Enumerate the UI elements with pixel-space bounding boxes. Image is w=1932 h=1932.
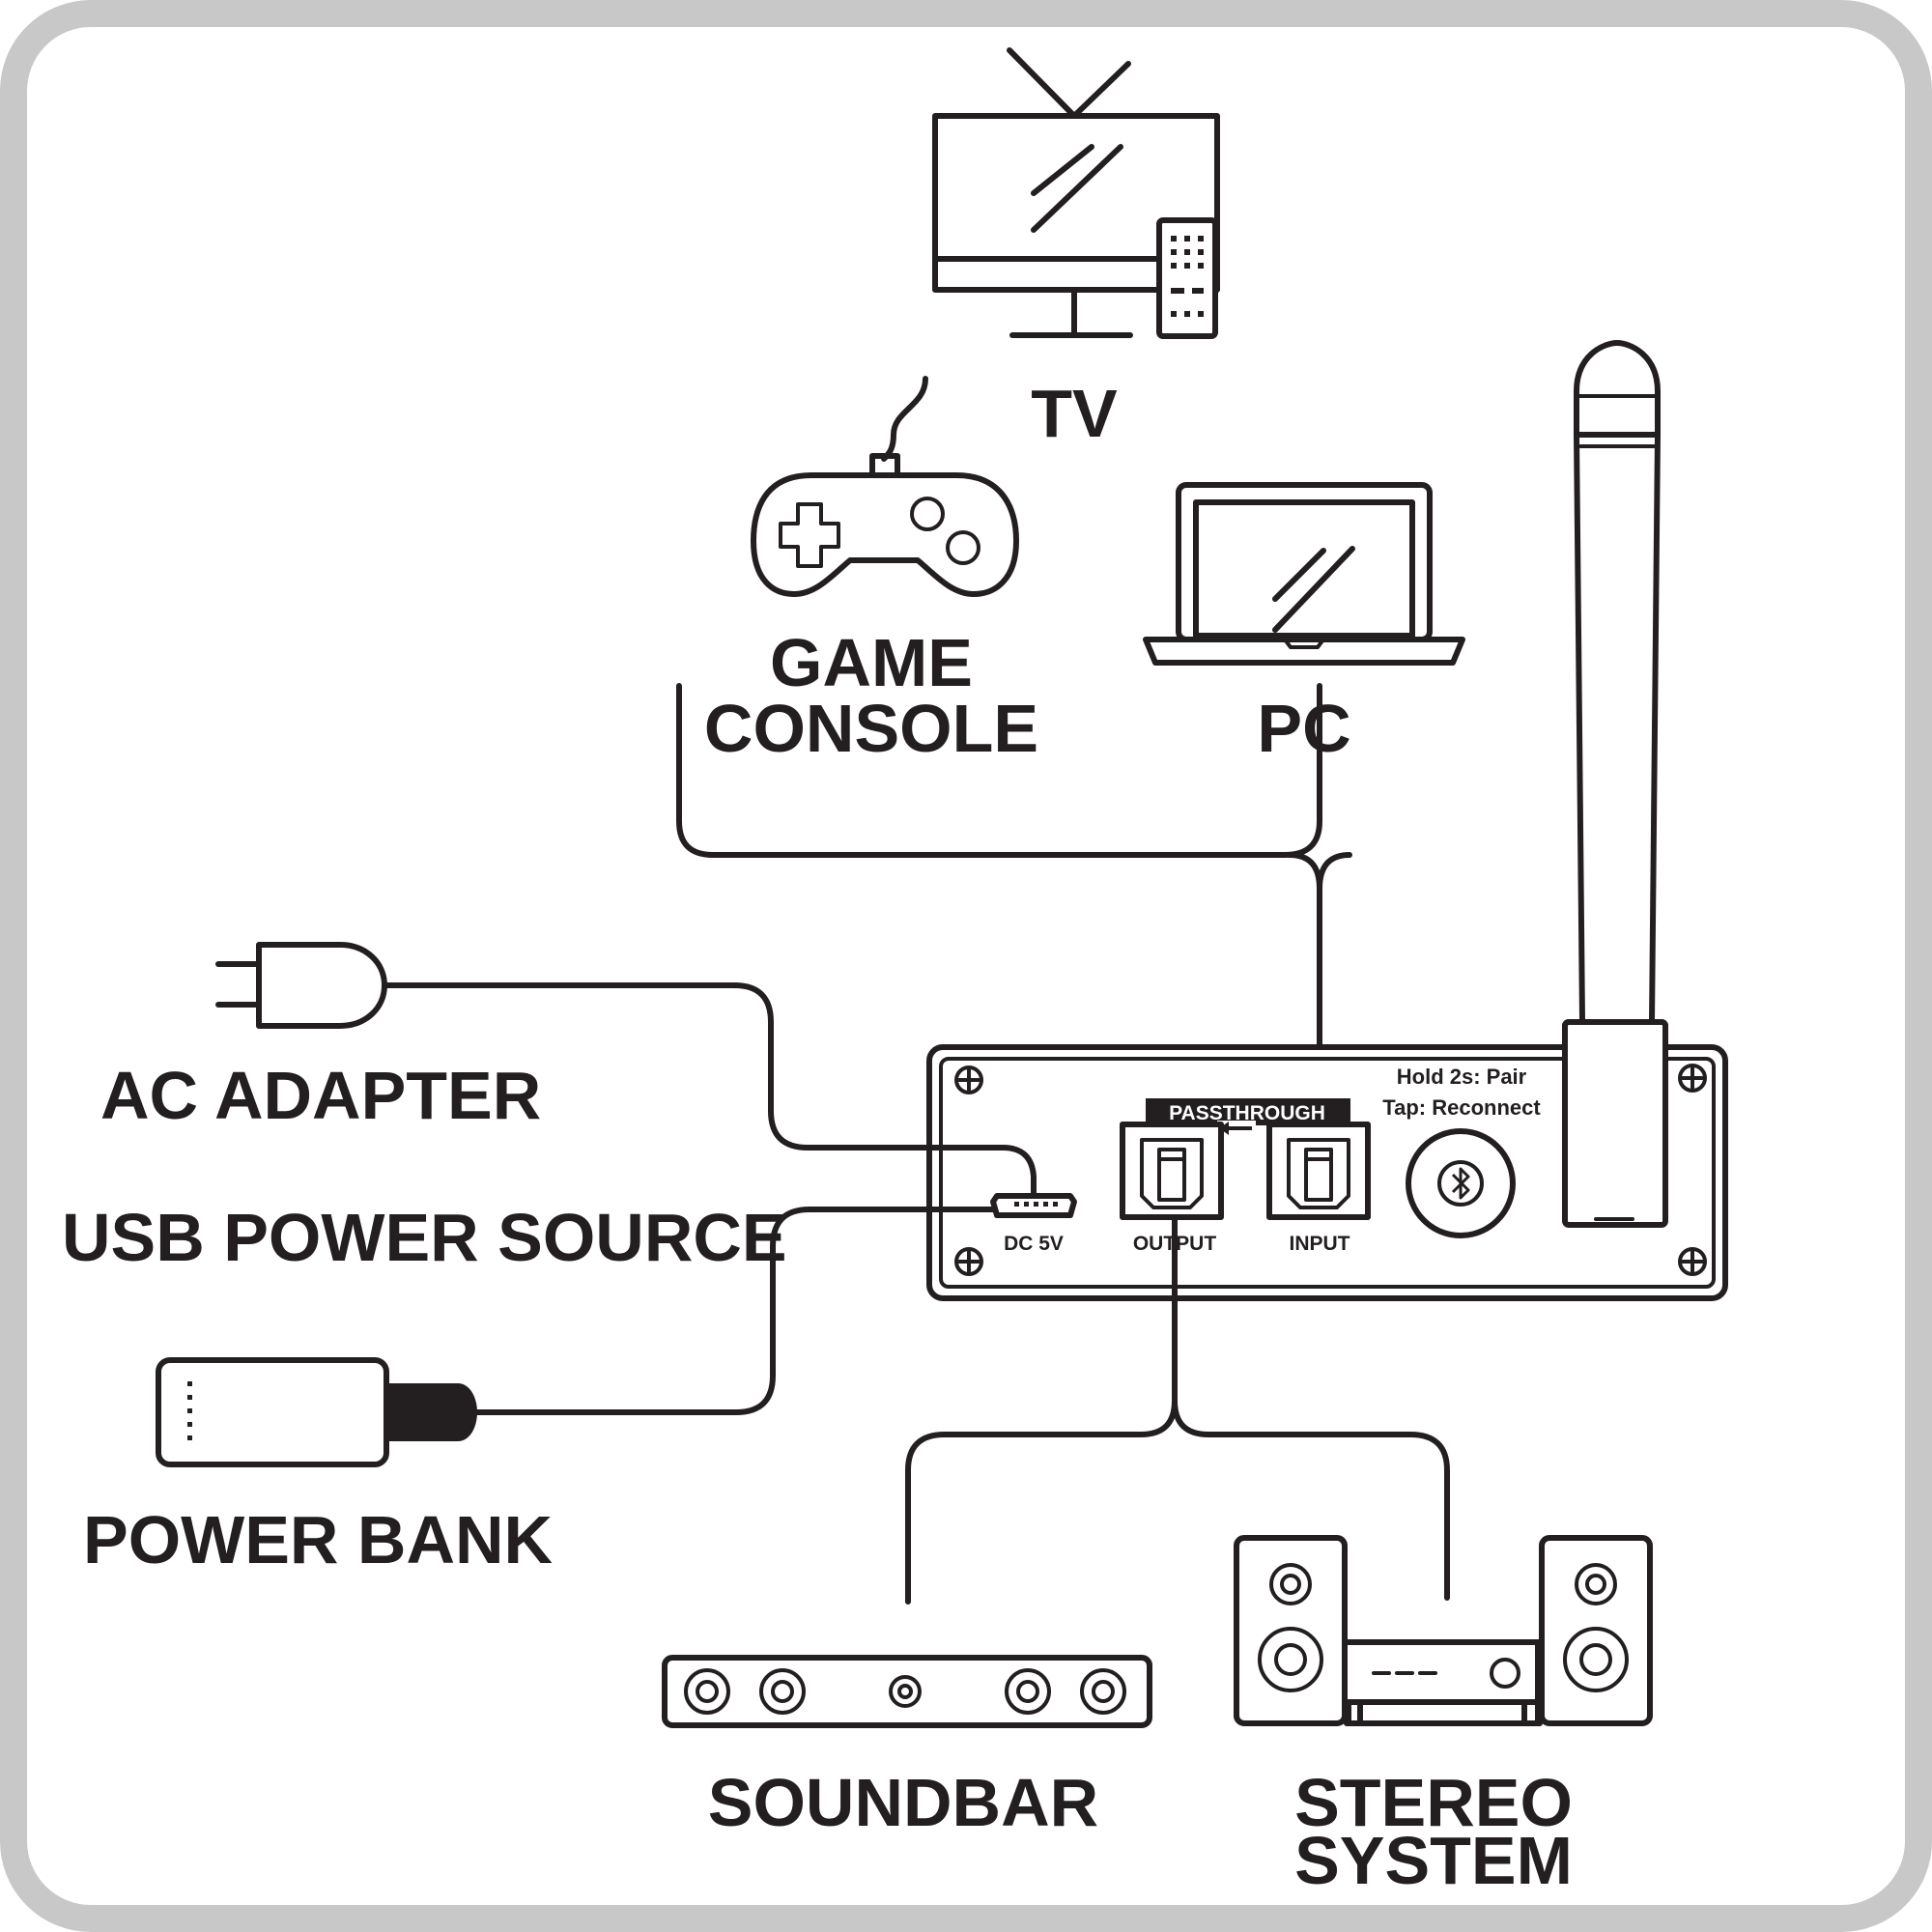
output-cable <box>905 1216 1178 1605</box>
stereo-icon <box>1234 1535 1653 1726</box>
passthrough-indicator <box>1146 1098 1350 1136</box>
stereo-label-line2: SYSTEM <box>1294 1823 1573 1898</box>
pair-hint: Hold 2s: Pair <box>1397 1065 1527 1089</box>
gamepad-icon <box>751 376 1019 597</box>
input-port-label: INPUT <box>1290 1233 1350 1255</box>
ac-adapter-label: AC ADAPTER <box>100 1058 541 1133</box>
dc-port-icon <box>990 1193 1077 1218</box>
pc-label: PC <box>1257 691 1350 766</box>
antenna-base <box>1562 1019 1668 1228</box>
game-console-label-line1: GAME <box>770 625 973 700</box>
passthrough-label: PASSTHROUGH <box>1169 1102 1325 1124</box>
tv-label: TV <box>1031 376 1118 451</box>
soundbar-label: SOUNDBAR <box>708 1765 1098 1840</box>
reconnect-hint: Tap: Reconnect <box>1382 1095 1541 1120</box>
screw-icon <box>1678 1064 1707 1093</box>
power-bank-label: POWER BANK <box>83 1502 553 1577</box>
power-bank-icon <box>156 1357 477 1467</box>
dc-port-label: DC 5V <box>1004 1233 1064 1255</box>
bluetooth-icon <box>1451 1167 1470 1200</box>
optical-input-port <box>1266 1122 1371 1220</box>
game-console-label-line2: CONSOLE <box>704 691 1038 766</box>
ac-adapter-cable <box>382 982 1037 1197</box>
power-bank-cable <box>474 1207 998 1415</box>
screw-icon <box>954 1065 983 1094</box>
bluetooth-button <box>1406 1128 1516 1238</box>
remote-icon <box>1156 217 1218 339</box>
screw-icon <box>1678 1247 1707 1276</box>
soundbar-icon <box>662 1655 1152 1728</box>
laptop-icon <box>1143 482 1465 666</box>
input-cable <box>676 683 1322 858</box>
usb-power-source-label: USB POWER SOURCE <box>62 1200 787 1275</box>
optical-output-port <box>1120 1122 1224 1220</box>
screw-icon <box>954 1247 983 1276</box>
stereo-label-line1: STEREO <box>1294 1765 1573 1840</box>
